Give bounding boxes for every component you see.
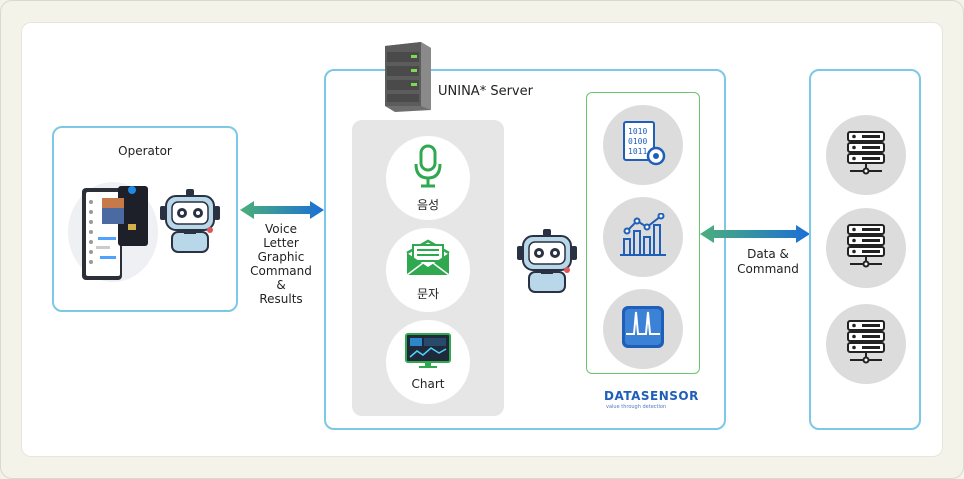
right-double-arrow: [700, 225, 810, 243]
channel-voice: 음성: [386, 136, 470, 220]
left-double-arrow: [240, 201, 324, 219]
channel-chart-label: Chart: [411, 377, 445, 391]
right-link-label-command: Command: [737, 262, 799, 276]
data-server-3: [826, 304, 906, 384]
left-link-label-command: Command: [250, 264, 312, 278]
server-tower-icon: [381, 40, 435, 112]
server-rack-icon: [844, 130, 888, 180]
waveform-icon: [620, 304, 666, 354]
datasensor-tagline: value through detection: [606, 404, 667, 410]
data-server-2: [826, 208, 906, 288]
data-server-1: [826, 115, 906, 195]
datasensor-wave-tile: [603, 289, 683, 369]
channel-voice-label: 음성: [416, 197, 440, 212]
datasensor-binary-tile: 1010 0100 1011: [603, 105, 683, 185]
operator-box: Operator: [52, 126, 238, 312]
robot-operator-icon: [158, 188, 222, 254]
left-link-label-results: Results: [259, 292, 303, 306]
left-link-label-letter: Letter: [263, 236, 299, 250]
left-link-label-amp: &: [276, 278, 286, 292]
left-link-label-voice: Voice: [265, 222, 297, 236]
svg-text:1010: 1010: [628, 127, 647, 136]
robot-server-icon: [515, 228, 579, 294]
svg-text:0100: 0100: [628, 137, 647, 146]
svg-text:1011: 1011: [628, 147, 647, 156]
datasensor-logo-text: DATASENSOR: [604, 389, 699, 403]
monitor-chart-icon: [405, 333, 451, 373]
right-link-label-data: Data &: [747, 247, 789, 261]
channel-text: 문자: [386, 228, 470, 312]
datasensor-chart-tile: [603, 197, 683, 277]
server-rack-icon: [844, 223, 888, 273]
left-link-label-graphic: Graphic: [257, 250, 305, 264]
server-title: UNINA* Server: [438, 84, 533, 99]
binary-gear-icon: 1010 0100 1011: [618, 118, 668, 172]
chat-app-screenshot-icon: [68, 182, 158, 282]
bar-line-chart-icon: [618, 212, 668, 261]
envelope-icon: [405, 239, 451, 281]
channel-chart: Chart: [386, 320, 470, 404]
microphone-icon: [411, 144, 445, 192]
channel-text-label: 문자: [416, 286, 440, 301]
operator-title: Operator: [118, 144, 172, 158]
server-rack-icon: [844, 319, 888, 369]
